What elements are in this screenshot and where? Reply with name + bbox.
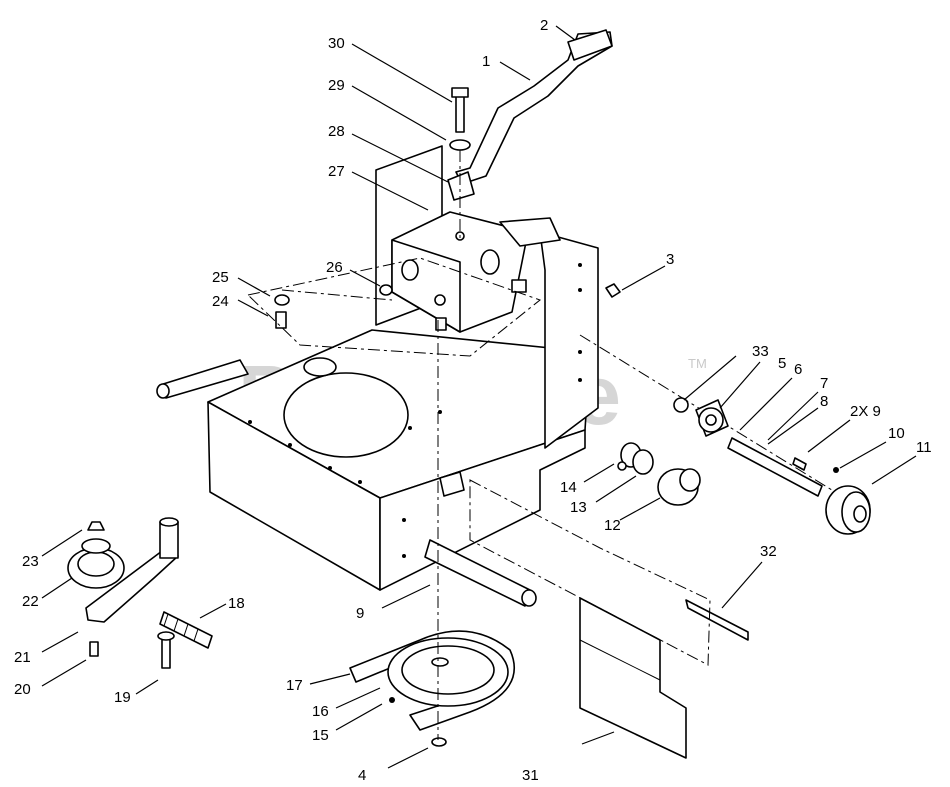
label-19: 19 [114,689,131,706]
nut-3 [605,283,621,298]
label-33: 33 [752,343,769,360]
label-18: 18 [228,595,245,612]
label-1: 1 [482,53,490,70]
frame-body [156,145,599,607]
axle-assembly [579,334,871,535]
label-21: 21 [14,649,31,666]
dashed-outline [246,257,542,357]
label-4: 4 [358,767,366,784]
label-5: 5 [778,355,786,372]
label-24: 24 [212,293,229,310]
label-22: 22 [22,593,39,610]
callout-labels: 1 2 3 4 5 6 7 8 2X 9 9 10 11 12 13 14 15… [14,17,932,784]
label-29: 29 [328,77,345,94]
label-16: 16 [312,703,329,720]
label-26: 26 [326,259,343,276]
label-10: 10 [888,425,905,442]
label-3: 3 [666,251,674,268]
bolts-left [274,284,393,329]
label-11: 11 [916,439,932,456]
label-15: 15 [312,727,329,744]
idler-arm [67,517,213,669]
shield [469,479,749,759]
label-28: 28 [328,123,345,140]
gearbox [391,211,561,333]
label-23: 23 [22,553,39,570]
lever-hardware [447,87,475,240]
label-2: 2 [540,17,548,34]
label-2x9: 2X 9 [850,403,881,420]
watermark-trademark: TM [688,356,707,371]
label-17: 17 [286,677,303,694]
label-12: 12 [604,517,621,534]
label-25: 25 [212,269,229,286]
label-32: 32 [760,543,777,560]
label-30: 30 [328,35,345,52]
collar-parts [617,442,701,506]
pulley-belt [349,320,515,747]
leader-lines [41,25,917,769]
label-31: 31 [522,767,539,784]
label-13: 13 [570,499,587,516]
label-8: 8 [820,393,828,410]
label-7: 7 [820,375,828,392]
label-6: 6 [794,361,802,378]
label-14: 14 [560,479,577,496]
label-20: 20 [14,681,31,698]
label-9: 9 [356,605,364,622]
label-27: 27 [328,163,345,180]
shift-lever [455,29,613,185]
